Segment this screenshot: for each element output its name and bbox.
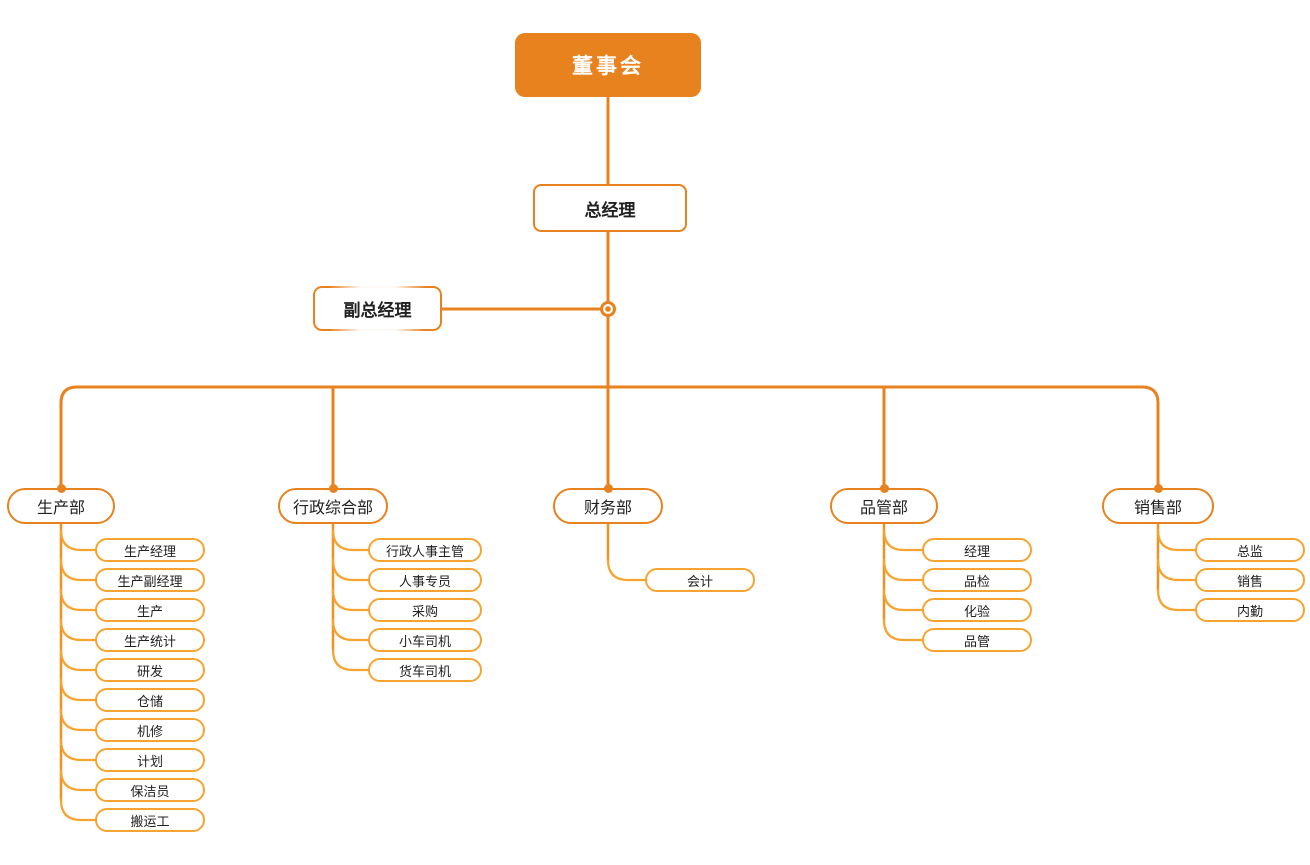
dept-node[interactable]: 生产部 [7, 488, 115, 524]
department-anchor-dot [1153, 483, 1163, 493]
sub-node[interactable]: 生产副经理 [95, 568, 205, 592]
junction-dot [605, 306, 611, 312]
sub-node[interactable]: 生产 [95, 598, 205, 622]
connector-sub-elbow [59, 678, 97, 702]
sub-node[interactable]: 经理 [922, 538, 1032, 562]
sub-node[interactable]: 采购 [368, 598, 482, 622]
sub-node[interactable]: 仓储 [95, 688, 205, 712]
dept-node[interactable]: 行政综合部 [278, 488, 388, 524]
department-anchor-dot [603, 483, 613, 493]
sub-node[interactable]: 销售 [1195, 568, 1305, 592]
dept-node[interactable]: 品管部 [830, 488, 938, 524]
dept-node[interactable]: 销售部 [1102, 488, 1214, 524]
sub-node[interactable]: 搬运工 [95, 808, 205, 832]
department-anchor-dot [56, 483, 66, 493]
connector-sub-elbow [59, 738, 97, 762]
sub-node[interactable]: 总监 [1195, 538, 1305, 562]
node-board-of-directors[interactable]: 董事会 [515, 33, 701, 97]
sub-node[interactable]: 行政人事主管 [368, 538, 482, 562]
sub-node[interactable]: 货车司机 [368, 658, 482, 682]
sub-node[interactable]: 内勤 [1195, 598, 1305, 622]
connector-sub-elbow [1156, 588, 1197, 612]
sub-node[interactable]: 保洁员 [95, 778, 205, 802]
connector-sub-elbow [331, 648, 370, 672]
connector-department-rail [59, 385, 1160, 490]
connector-sub-elbow [59, 558, 97, 582]
connector-sub-elbow [59, 768, 97, 792]
connector-sub-elbow [882, 618, 924, 642]
connector-sub-elbow [59, 708, 97, 732]
sub-node[interactable]: 生产统计 [95, 628, 205, 652]
connector-sub-elbow [59, 798, 97, 822]
sub-node[interactable]: 品检 [922, 568, 1032, 592]
sub-node[interactable]: 机修 [95, 718, 205, 742]
sub-node[interactable]: 计划 [95, 748, 205, 772]
node-general-manager[interactable]: 总经理 [533, 184, 687, 232]
connector-sub-elbow [882, 558, 924, 582]
sub-node[interactable]: 会计 [645, 568, 755, 592]
node-deputy-general-manager[interactable]: 副总经理 [313, 285, 442, 332]
connector-sub-elbow [882, 588, 924, 612]
connector-sub-elbow [59, 528, 97, 552]
connector-sub-elbow [59, 588, 97, 612]
connector-sub-elbow [331, 558, 370, 582]
connector-sub-elbow [1156, 558, 1197, 582]
connector-sub-elbow [59, 618, 97, 642]
dept-node[interactable]: 财务部 [553, 488, 663, 524]
connector-sub-elbow [1156, 528, 1197, 552]
sub-node[interactable]: 研发 [95, 658, 205, 682]
sub-node[interactable]: 小车司机 [368, 628, 482, 652]
connector-sub-elbow [882, 528, 924, 552]
sub-node[interactable]: 品管 [922, 628, 1032, 652]
sub-node[interactable]: 生产经理 [95, 538, 205, 562]
connector-sub-elbow [331, 528, 370, 552]
sub-node[interactable]: 人事专员 [368, 568, 482, 592]
connector-sub-elbow [59, 648, 97, 672]
connector-sub-elbow [331, 618, 370, 642]
connector-sub-elbow [606, 558, 647, 582]
department-anchor-dot [328, 483, 338, 493]
department-anchor-dot [879, 483, 889, 493]
sub-node[interactable]: 化验 [922, 598, 1032, 622]
connector-sub-elbow [331, 588, 370, 612]
